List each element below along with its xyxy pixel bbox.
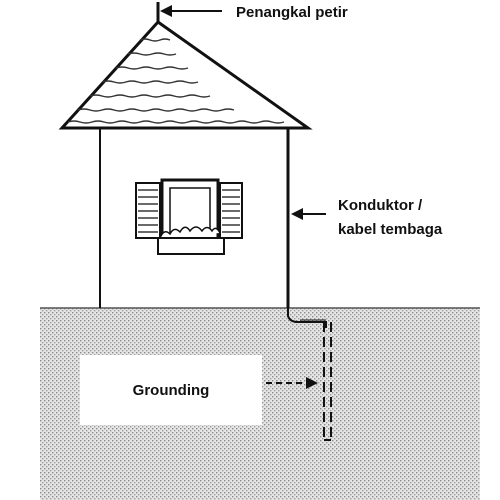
roof	[58, 20, 313, 130]
window	[135, 178, 243, 255]
grounding-label-box	[80, 355, 262, 425]
copper-conductor	[287, 308, 327, 328]
flower-box	[157, 226, 225, 255]
conductor-label-line2: kabel tembaga	[338, 221, 443, 238]
grounding-rod	[323, 322, 332, 441]
grounding-label: Grounding	[133, 382, 210, 399]
house-wall	[99, 128, 290, 308]
conductor-callout: Konduktor / kabel tembaga	[291, 197, 443, 238]
lightning-rod-label: Penangkal petir	[236, 4, 348, 21]
grounding-callout: Grounding	[80, 355, 318, 425]
conductor-label-line1: Konduktor /	[338, 197, 423, 214]
roof-shingles	[67, 38, 285, 124]
lightning-rod-callout: Penangkal petir	[160, 4, 348, 21]
